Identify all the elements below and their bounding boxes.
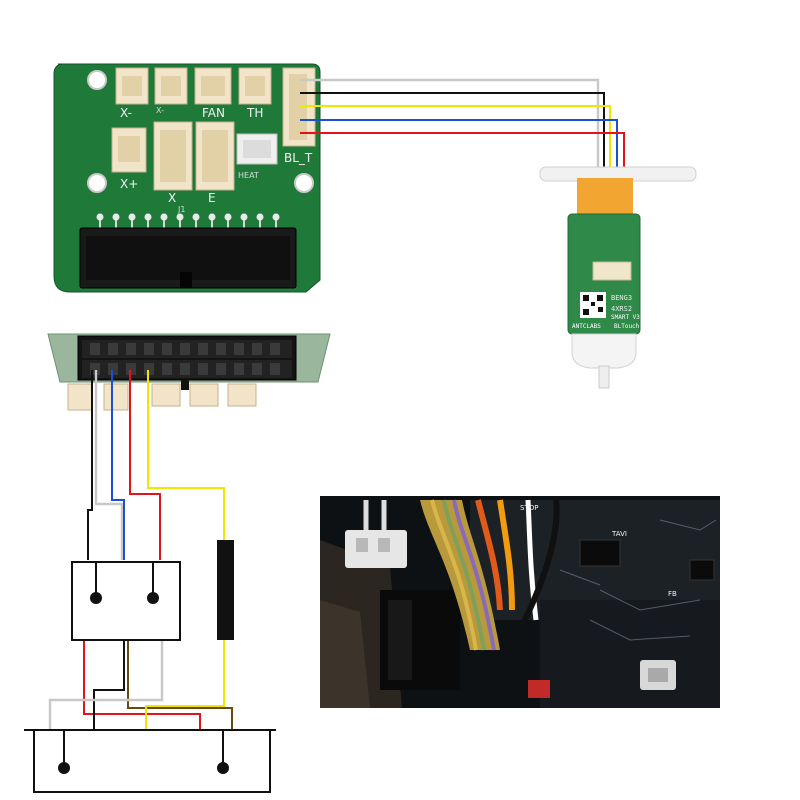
schematic-wires [48, 370, 233, 730]
wire-yellow [147, 370, 225, 540]
schematic-box-lower [24, 729, 276, 793]
side-connectors [67, 383, 257, 411]
inline-module [217, 540, 234, 640]
probe-line-2: 4XRS2 [611, 305, 632, 313]
photo-silk-tavi: TAVI [611, 530, 627, 538]
mainboard-photo: STOP TAVI FB [320, 496, 720, 708]
adapter-board-side [47, 333, 331, 411]
connector-heat [236, 133, 278, 165]
label-x: X [168, 191, 176, 205]
label-j1: J1 [177, 205, 185, 214]
label-e: E [208, 191, 216, 205]
probe-line-1: BENG3 [611, 294, 632, 302]
label-bl-t: BL_T [284, 151, 313, 165]
wire-red [129, 370, 161, 560]
label-fan: FAN [202, 106, 225, 120]
wire-yellow [300, 105, 611, 268]
bltouch-probe: BENG3 4XRS2 SMART V3.0 ANTCLABS BLTouch [539, 166, 697, 389]
wire-white [48, 640, 164, 730]
connector-x [153, 121, 193, 191]
label-x-minus-small: X- [156, 106, 164, 115]
connector-x-minus-small [154, 67, 188, 105]
wire-white [94, 370, 124, 560]
wire-black [93, 640, 125, 730]
wire-red [83, 640, 201, 730]
probe-model: BLTouch [614, 323, 640, 330]
label-heat: HEAT [238, 171, 259, 180]
schematic-box-upper [71, 561, 181, 641]
probe-brand: ANTCLABS [572, 323, 601, 330]
wire-brown [127, 640, 233, 730]
mount-hole [87, 70, 107, 90]
probe-line-3: SMART V3.0 [611, 314, 648, 321]
connector-e [195, 121, 235, 191]
connector-x-plus [111, 127, 147, 173]
wire-black [87, 370, 93, 560]
mount-hole [294, 173, 314, 193]
photo-silk-fb: FB [668, 590, 677, 598]
label-x-plus: X+ [120, 177, 138, 191]
mount-hole [87, 173, 107, 193]
wire-yellow [145, 640, 225, 730]
label-x-minus: X- [120, 106, 132, 120]
adapter-board-top: X- X- FAN TH BL_T X+ X E HEAT J1 [53, 63, 321, 293]
wire-blue [111, 370, 125, 560]
label-th: TH [246, 106, 263, 120]
connector-th [238, 67, 272, 105]
connector-x-minus [115, 67, 149, 105]
photo-silk-stop: STOP [520, 504, 538, 512]
connector-fan [194, 67, 232, 105]
